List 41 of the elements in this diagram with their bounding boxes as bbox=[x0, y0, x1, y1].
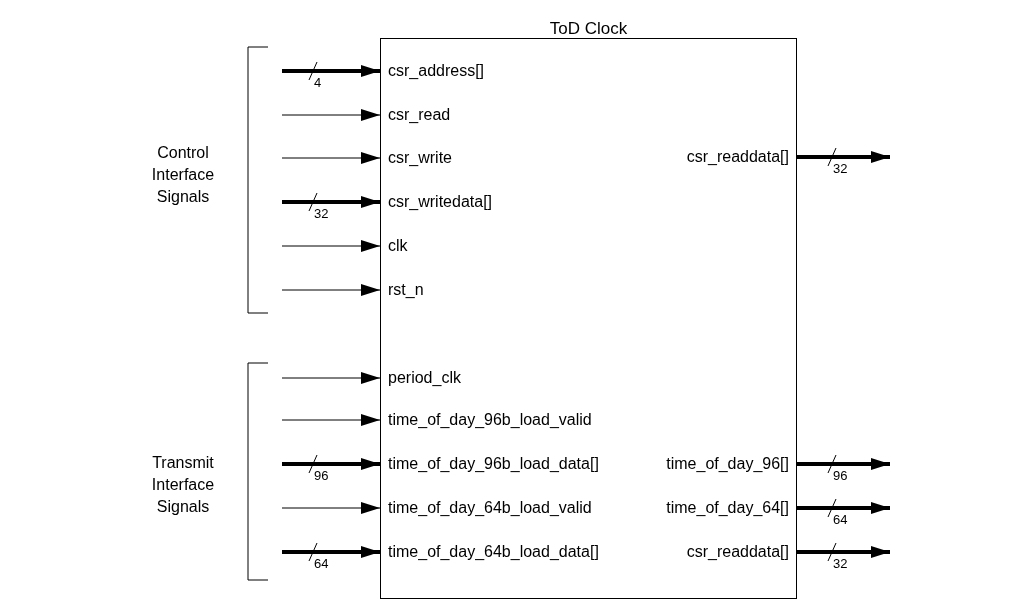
signal-arrow bbox=[797, 151, 890, 163]
port-label: time_of_day_96b_load_valid bbox=[381, 410, 592, 430]
port-label: csr_address[] bbox=[381, 61, 485, 81]
port-label: csr_readdata[] bbox=[686, 542, 796, 562]
signal-arrow bbox=[281, 109, 381, 121]
signal-arrow bbox=[281, 152, 381, 164]
signal-arrow bbox=[281, 284, 381, 296]
port-label: csr_writedata[] bbox=[381, 192, 493, 212]
port-label: time_of_day_96[] bbox=[666, 454, 796, 474]
signal-arrow bbox=[797, 502, 890, 514]
bus-width-label: 32 bbox=[833, 162, 848, 176]
bus-width-label: 64 bbox=[833, 513, 848, 527]
port-label: csr_write bbox=[381, 148, 452, 168]
port-label: time_of_day_64[] bbox=[666, 498, 796, 518]
port-label: clk bbox=[381, 236, 408, 256]
bus-width-label: 96 bbox=[833, 469, 848, 483]
signal-arrow bbox=[281, 502, 381, 514]
signal-arrow bbox=[797, 546, 890, 558]
group-label: Transmit Interface Signals bbox=[150, 453, 216, 517]
bus-width-label: 4 bbox=[314, 76, 322, 90]
port-label: csr_readdata[] bbox=[686, 147, 796, 167]
port-label: csr_read bbox=[381, 105, 451, 125]
port-label: period_clk bbox=[381, 368, 461, 388]
block-title: ToD Clock bbox=[548, 19, 629, 39]
signal-arrow bbox=[281, 240, 381, 252]
bus-width-label: 96 bbox=[314, 469, 329, 483]
port-label: time_of_day_64b_load_data[] bbox=[381, 542, 599, 562]
signal-arrow bbox=[282, 196, 380, 208]
signal-arrow bbox=[281, 372, 381, 384]
port-label: time_of_day_96b_load_data[] bbox=[381, 454, 599, 474]
group-label: Control Interface Signals bbox=[150, 143, 216, 207]
bus-width-label: 32 bbox=[314, 207, 329, 221]
signal-arrow bbox=[281, 414, 381, 426]
signal-arrow bbox=[797, 458, 890, 470]
port-label: time_of_day_64b_load_valid bbox=[381, 498, 592, 518]
bus-width-label: 64 bbox=[314, 557, 329, 571]
bus-width-label: 32 bbox=[833, 557, 848, 571]
signal-arrow bbox=[282, 546, 380, 558]
signal-arrow bbox=[282, 65, 380, 77]
signal-arrow bbox=[282, 458, 380, 470]
port-label: rst_n bbox=[381, 280, 424, 300]
